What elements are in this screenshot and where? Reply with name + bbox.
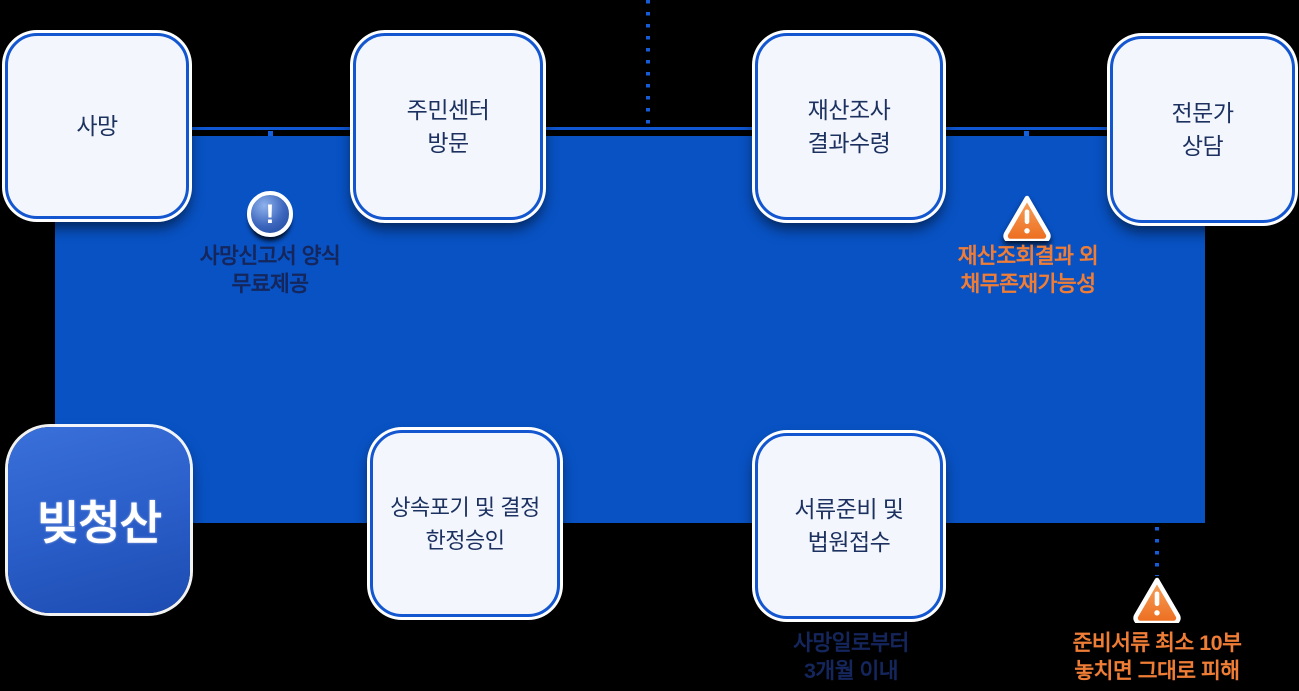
- bottom-dotted-connector: [1155, 527, 1159, 576]
- step-label: 재산조사 결과수령: [807, 96, 891, 156]
- note-line: 사망신고서 양식: [199, 244, 341, 268]
- warning-icon-asset: [1003, 195, 1051, 241]
- timeline-band: [55, 136, 1205, 523]
- step-label: 사망: [76, 112, 118, 139]
- step-card-community-center: 주민센터 방문: [353, 33, 543, 220]
- info-icon: !: [247, 191, 293, 237]
- step-card-court-filing: 서류준비 및 법원접수: [755, 433, 943, 619]
- note-line: 3개월 이내: [741, 657, 961, 685]
- note-line: 준비서류 최소 10부: [1072, 631, 1242, 655]
- note-free-form: 사망신고서 양식 무료제공: [150, 242, 390, 298]
- note-line-rest: 이내: [853, 659, 899, 683]
- note-line: 놓치면 그대로 피해: [1074, 659, 1240, 683]
- logo-card: 빚청산: [8, 427, 190, 613]
- note-documents: 준비서류 최소 10부 놓치면 그대로 피해: [1037, 629, 1277, 685]
- note-deadline: 사망일로부터 3개월 이내: [741, 629, 961, 685]
- top-dotted-connector: [646, 0, 650, 124]
- step-card-death: 사망: [5, 33, 189, 219]
- info-icon-glyph: !: [265, 198, 275, 229]
- connector-dot: [1024, 131, 1029, 136]
- note-line: 무료제공: [231, 272, 309, 296]
- step-label: 주민센터 방문: [406, 96, 490, 156]
- step-card-asset-result: 재산조사 결과수령: [755, 33, 943, 220]
- step-label: 전문가 상담: [1171, 99, 1234, 159]
- band-top-edge-line: [55, 127, 1205, 130]
- note-line-bold: 3개월: [803, 659, 855, 683]
- step-card-renounce-inheritance: 상속포기 및 결정 한정승인: [370, 430, 560, 617]
- note-line: 재산조회결과 외: [957, 244, 1099, 268]
- warning-icon-documents: [1133, 577, 1181, 623]
- note-line: 사망일로부터: [793, 631, 909, 655]
- connector-dot: [268, 131, 273, 136]
- step-label: 상속포기 및 결정 한정승인: [390, 494, 540, 553]
- step-label: 서류준비 및 법원접수: [794, 496, 904, 555]
- step-card-expert-consult: 전문가 상담: [1110, 36, 1295, 223]
- note-debt-possibility: 재산조회결과 외 채무존재가능성: [908, 242, 1148, 298]
- brand-logo-text: 빚청산: [37, 497, 162, 549]
- note-line: 채무존재가능성: [960, 272, 1096, 296]
